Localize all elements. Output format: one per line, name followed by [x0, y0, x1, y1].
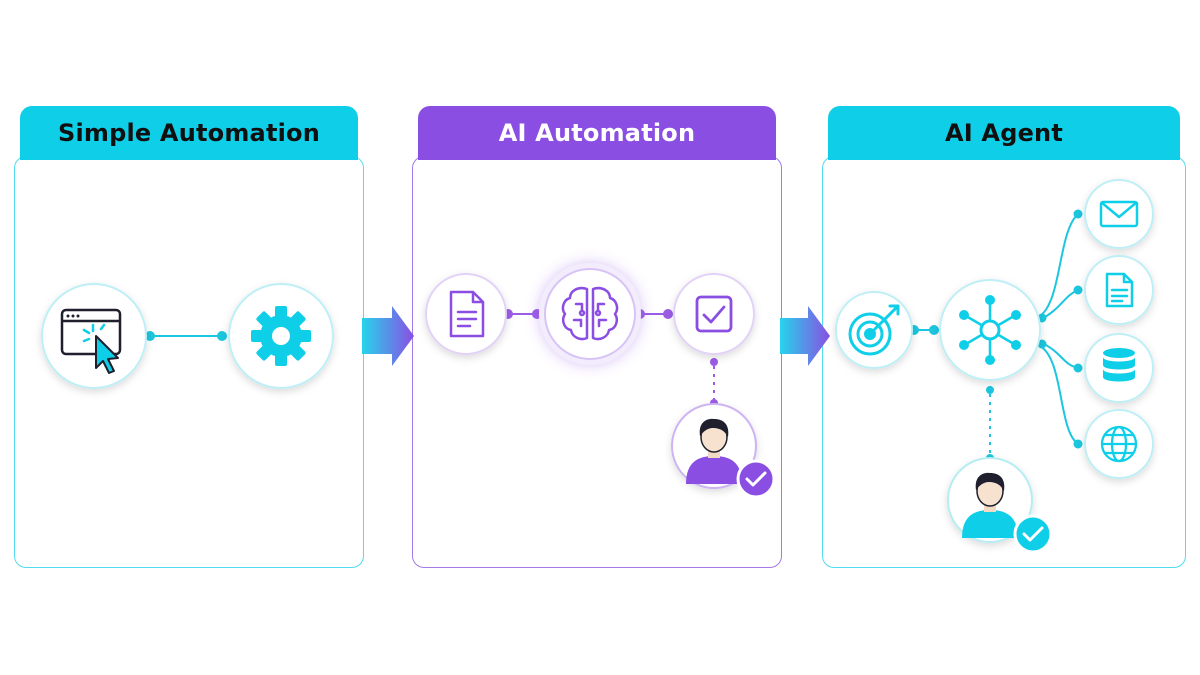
checkbox-icon [695, 295, 733, 333]
branch-dots [1037, 209, 1083, 449]
browser-click-node [41, 283, 147, 389]
database-icon [1103, 348, 1135, 382]
email-node [1084, 179, 1154, 249]
gear-node [228, 283, 334, 389]
branch-lines [1039, 213, 1079, 445]
database-node [1084, 333, 1154, 403]
user-approval-node [947, 457, 1053, 554]
target-node [835, 291, 913, 369]
panel-ai-automation: AI Automation [412, 106, 782, 568]
email-icon [1099, 200, 1139, 228]
brain-node [539, 263, 641, 365]
network-hub-icon [959, 295, 1021, 365]
user-approval-icon [686, 418, 742, 484]
check-badge-icon [736, 459, 776, 499]
gear-icon [251, 306, 311, 366]
globe-node [1084, 409, 1154, 479]
arrow-right-icon [362, 306, 414, 366]
arrow-right-icon [780, 306, 830, 366]
user-approval-node [671, 403, 776, 499]
connector-line [145, 331, 227, 341]
check-badge-icon [1013, 514, 1053, 554]
target-icon [848, 304, 900, 356]
document-node [425, 273, 507, 355]
panel-title: AI Automation [418, 106, 776, 160]
user-approval-icon [962, 472, 1018, 538]
checkbox-node [673, 273, 755, 355]
document-icon [449, 290, 485, 338]
network-hub-node [939, 279, 1041, 381]
panel-title: AI Agent [828, 106, 1180, 160]
document-icon [1105, 272, 1134, 308]
browser-click-icon [60, 308, 122, 374]
panel-title: Simple Automation [20, 106, 358, 160]
globe-icon [1100, 425, 1138, 463]
brain-icon [561, 286, 619, 341]
file-node [1084, 255, 1154, 325]
